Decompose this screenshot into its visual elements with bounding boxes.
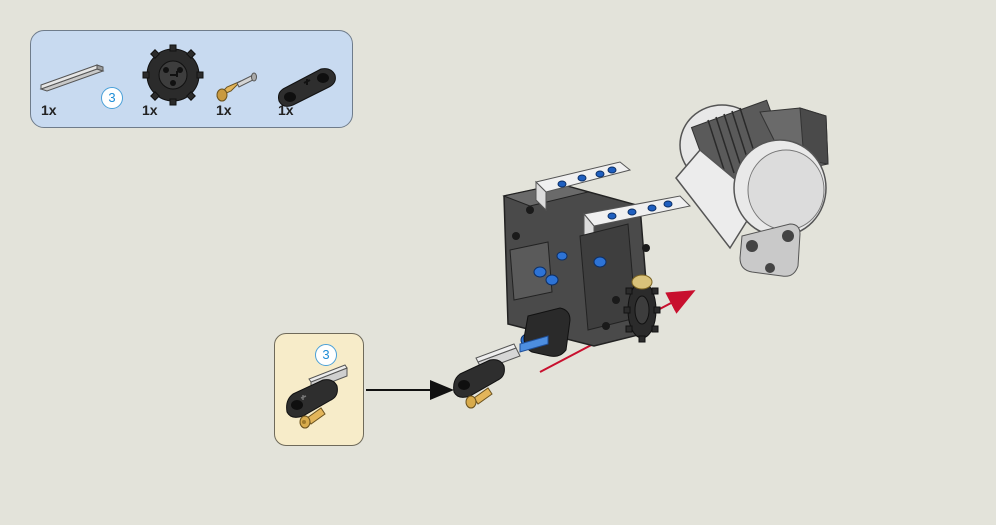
axle-part-icon xyxy=(39,64,105,92)
subassembly-box: 3 xyxy=(274,333,364,446)
subassembly-axle-pin-icon xyxy=(299,407,326,429)
beige-gear-icon xyxy=(631,274,653,290)
connector-quantity: 1x xyxy=(278,102,294,118)
subassembly-axle-length-badge: 3 xyxy=(315,344,337,366)
parts-list-box: 3 1x 1x 1x 1x xyxy=(30,30,353,128)
placed-subassembly-icon xyxy=(453,343,521,409)
subassembly-connector-icon xyxy=(286,379,338,418)
motor-connector-icon xyxy=(739,223,801,277)
axle-quantity: 1x xyxy=(41,102,57,118)
axle-pin-part-icon xyxy=(216,72,257,102)
chassis-icon xyxy=(502,161,692,357)
gear-part-icon xyxy=(142,44,204,106)
axle-pin-quantity: 1x xyxy=(216,102,232,118)
axle-length-badge: 3 xyxy=(101,87,123,109)
parts-illustrations xyxy=(39,44,336,107)
subassembly-illustration xyxy=(286,364,348,429)
gear-quantity: 1x xyxy=(142,102,158,118)
double-connector-part-icon xyxy=(278,68,336,107)
motor-icon xyxy=(675,99,829,250)
